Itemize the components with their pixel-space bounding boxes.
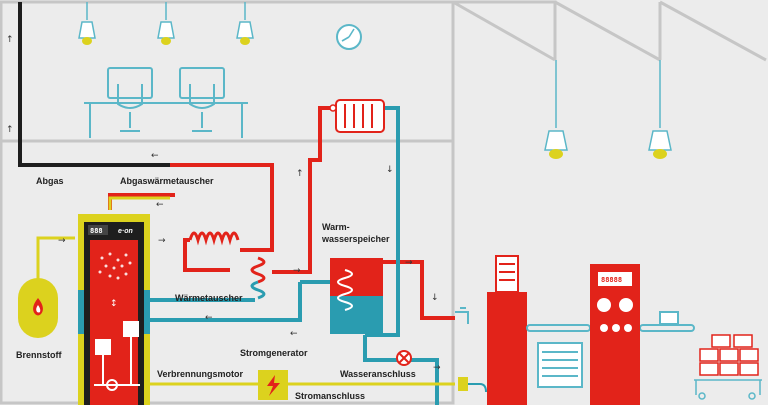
label-wasseranschluss: Wasseranschluss <box>340 369 416 379</box>
flow-arrow-right: → <box>58 236 66 246</box>
heat-exchanger-coil <box>250 280 266 300</box>
control-panel-machine <box>590 264 640 405</box>
cart-icon <box>694 379 762 400</box>
flow-arrow-down: ↓ <box>431 293 439 303</box>
flow-arrow-up: ↑ <box>296 169 304 179</box>
label-abgas: Abgas <box>36 176 64 186</box>
office-desk-icon <box>84 67 248 138</box>
label-waermetauscher: Wärmetauscher <box>175 293 243 303</box>
flow-arrow-right: → <box>433 363 441 373</box>
radiator-icon <box>329 99 385 133</box>
label-verbrennungsmotor: Verbrennungsmotor <box>157 369 244 379</box>
flow-arrow-right: → <box>158 236 166 246</box>
generator-icon <box>258 370 288 400</box>
label-abgaswaermetauscher: Abgaswärmetauscher <box>120 176 214 186</box>
flow-arrow-left: ← <box>151 151 159 161</box>
lamp-icon <box>78 2 96 45</box>
label-warm-line2: wasserspeicher <box>321 234 390 244</box>
hot-water-tank <box>330 258 383 334</box>
fuel-tank-icon <box>18 278 58 338</box>
flow-arrow-right: → <box>293 266 301 276</box>
clock-icon <box>336 24 362 50</box>
flow-arrow-down: ↓ <box>386 165 394 175</box>
engine-pistons-icon <box>94 321 140 391</box>
flow-arrow-up: ↑ <box>6 125 14 135</box>
flow-arrow-left: ← <box>290 329 298 339</box>
valve-icon <box>396 350 412 366</box>
label-stromgenerator: Stromgenerator <box>240 348 308 358</box>
exhaust-pipe <box>18 2 170 167</box>
flow-arrow-left: ← <box>156 200 164 210</box>
machine-display: 88888 <box>601 276 622 284</box>
brand-logo: e·on <box>118 228 133 235</box>
factory-machine <box>487 255 527 405</box>
lamp-icon <box>648 60 672 159</box>
lamp-icon <box>236 2 254 45</box>
heat-exchanger-coil <box>250 256 266 284</box>
flow-arrow-up: ↑ <box>6 35 14 45</box>
product-crates <box>699 334 759 376</box>
label-stromanschluss: Stromanschluss <box>295 391 365 401</box>
plug-icon <box>458 377 487 393</box>
lamp-icon <box>544 60 568 159</box>
bubbles <box>98 252 132 280</box>
flow-arrow-right: → <box>405 258 413 268</box>
flow-arrow-left: ← <box>205 313 213 323</box>
chp-unit <box>78 214 150 405</box>
hot-water-circuit <box>108 106 455 320</box>
label-warm-line1: Warm- <box>322 222 350 232</box>
label-brennstoff: Brennstoff <box>16 350 62 360</box>
flow-arrow-updown: ↕ <box>110 299 118 309</box>
fuel-line <box>36 196 455 386</box>
lamp-icon <box>157 2 175 45</box>
faucet-icon <box>455 307 469 324</box>
heat-exchanger-coil <box>188 231 240 246</box>
unit-display: 888 <box>90 227 103 235</box>
